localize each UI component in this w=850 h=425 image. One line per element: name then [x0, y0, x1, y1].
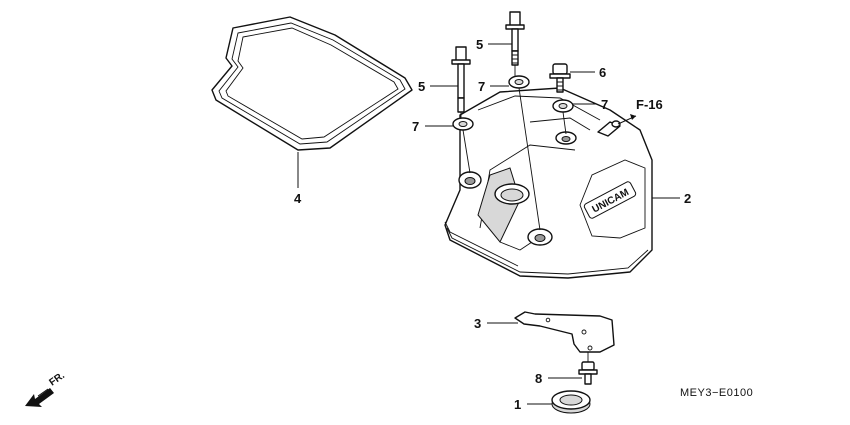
- label-part-3: 3: [474, 316, 481, 331]
- front-direction-label: FR.: [47, 370, 67, 388]
- drawing-code: MEY3−E0100: [680, 387, 753, 399]
- guide-line-left: [462, 129, 471, 174]
- label-part-1: 1: [514, 397, 521, 412]
- bolt-5-right: [505, 11, 525, 66]
- bolt-8: [578, 361, 598, 385]
- label-part-5-right: 5: [476, 37, 483, 52]
- bolt-6: [549, 63, 571, 93]
- washer-7-center: [508, 75, 530, 89]
- label-part-2: 2: [684, 191, 691, 206]
- cylinder-head-cover: [444, 87, 653, 279]
- reference-f16: F-16: [636, 97, 663, 112]
- label-part-6: 6: [599, 65, 606, 80]
- label-part-7-left: 7: [412, 119, 419, 134]
- label-part-5-left: 5: [418, 79, 425, 94]
- guide-line-right: [562, 111, 567, 135]
- label-part-8: 8: [535, 371, 542, 386]
- guide-line-center: [518, 87, 541, 231]
- seal-ring-part: [551, 390, 591, 414]
- front-direction-arrow-icon: [25, 388, 54, 407]
- washer-7-right: [552, 99, 574, 113]
- gasket-part: [211, 16, 413, 151]
- label-part-4: 4: [294, 191, 302, 206]
- label-part-7-right: 7: [601, 97, 608, 112]
- breather-tube-arrow: [617, 114, 637, 125]
- bracket-part: [514, 311, 615, 353]
- washer-7-left: [452, 117, 474, 131]
- bolt-5-left: [451, 46, 471, 113]
- label-part-7-center: 7: [478, 79, 485, 94]
